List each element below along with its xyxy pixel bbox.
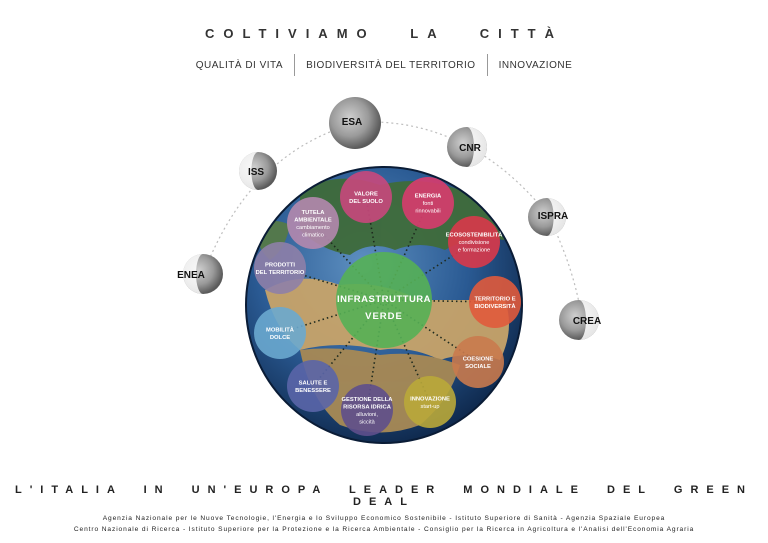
subtitle-quality-of-life: QUALITÀ DI VITA [195,59,284,71]
moon-shadow [467,127,487,167]
topic-bubble-subtitle: cambiamento [296,225,330,231]
moon-label: CREA [573,316,601,327]
header-subtitles: QUALITÀ DI VITA BIODIVERSITÀ DEL TERRITOR… [0,54,768,76]
bottom-title: L'ITALIA IN UN'EUROPA LEADER MONDIALE DE… [14,484,754,508]
moon-esa: ESA [329,97,381,149]
topic-bubble-title: PRODOTTI [265,262,295,268]
moon-shadow [183,254,203,294]
topic-bubble: PRODOTTI DEL TERRITORIO [254,242,306,294]
moon-label: ENEA [177,270,205,281]
moon-enea: ENEA [177,254,223,294]
topic-bubble: COESIONE SOCIALE [452,336,504,388]
topic-bubble-title: TERRITORIO E [474,296,515,302]
topic-bubble-subtitle: climatico [302,232,324,238]
topic-bubble-title: TUTELA [302,210,326,216]
topic-bubble-circle [448,216,500,268]
topic-bubble-title: DEL TERRITORIO [256,270,305,276]
topic-bubble-subtitle: e formazione [458,248,490,254]
footer-line-1: Agenzia Nazionale per le Nuove Tecnologi… [102,515,666,522]
topic-bubble-title: DEL SUOLO [349,199,383,205]
topic-bubble-title: COESIONE [463,356,494,362]
institution-moons: ENEA ISS ESA CNR ISPRA CREA [177,97,601,340]
topic-bubble-circle [341,384,393,436]
topic-bubble-subtitle: fonti [423,201,434,207]
subtitle-divider [294,54,296,76]
topic-bubble-circle [402,177,454,229]
topic-bubble-subtitle: rinnovabili [415,209,440,215]
topic-bubble-title: VALORE [354,191,378,197]
center-label-line1: INFRASTRUTTURA [337,294,431,305]
moon-label: ISPRA [538,211,569,222]
topic-bubble-subtitle: start-up [421,404,440,410]
moon-shadow [547,198,566,236]
moon-label: ISS [248,167,264,178]
moon-label: ESA [342,117,363,128]
topic-bubble: SALUTE E BENESSERE [287,360,339,412]
topic-bubble-circle [469,276,521,328]
topic-bubble-title: BIODIVERSITÀ [474,303,516,310]
topic-bubble-subtitle: condivisione [459,240,490,246]
topic-bubble: VALORE DEL SUOLO [340,171,392,223]
moon-disc [329,97,381,149]
topic-bubble-title: SOCIALE [465,364,491,370]
header-title: COLTIVIAMO LA CITTÀ [205,26,563,41]
subtitle-divider [486,54,488,76]
topic-bubble-subtitle: siccità [359,419,375,425]
topic-bubble: INNOVAZIONE start-up [404,376,456,428]
topic-bubble-title: AMBIENTALE [294,217,332,223]
moon-iss: ISS [239,152,277,190]
topic-bubble-title: DOLCE [270,335,290,341]
center-label-line2: VERDE [365,311,403,322]
topic-bubble-circle [287,197,339,249]
topic-bubble-circle [404,376,456,428]
topic-bubble: MOBILITÀ DOLCE [254,307,306,359]
topic-bubble-title: RISORSA IDRICA [343,404,392,410]
topic-bubble-circle [452,336,504,388]
topic-bubble-circle [254,242,306,294]
moon-cnr: CNR [447,127,487,167]
topic-bubble-title: MOBILITÀ [266,326,295,333]
topic-bubble-title: BENESSERE [295,388,331,394]
topic-bubble-circle [254,307,306,359]
center-node: INFRASTRUTTURA VERDE [336,252,432,348]
topic-bubble-title: SALUTE E [299,380,328,386]
moon-label: CNR [459,143,481,154]
topic-bubble-title: GESTIONE DELLA [342,397,394,403]
moon-crea: CREA [559,300,601,340]
topic-bubble-subtitle: alluvioni, [356,412,378,418]
topic-bubble-title: ECOSOSTENIBILITÀ [446,232,503,239]
moon-shadow [239,152,258,190]
topic-bubble-circle [340,171,392,223]
topic-bubble-title: INNOVAZIONE [410,396,450,402]
footer-line-2: Centro Nazionale di Ricerca - Istituto S… [73,526,695,533]
topic-bubble-title: ENERGIA [415,194,442,200]
subtitle-innovation: INNOVAZIONE [498,59,573,71]
moon-shadow [579,300,599,340]
moon-ispra: ISPRA [528,198,568,236]
subtitle-biodiversity: BIODIVERSITÀ DEL TERRITORIO [306,59,476,71]
topic-bubble-circle [287,360,339,412]
orbit-path [202,121,583,321]
